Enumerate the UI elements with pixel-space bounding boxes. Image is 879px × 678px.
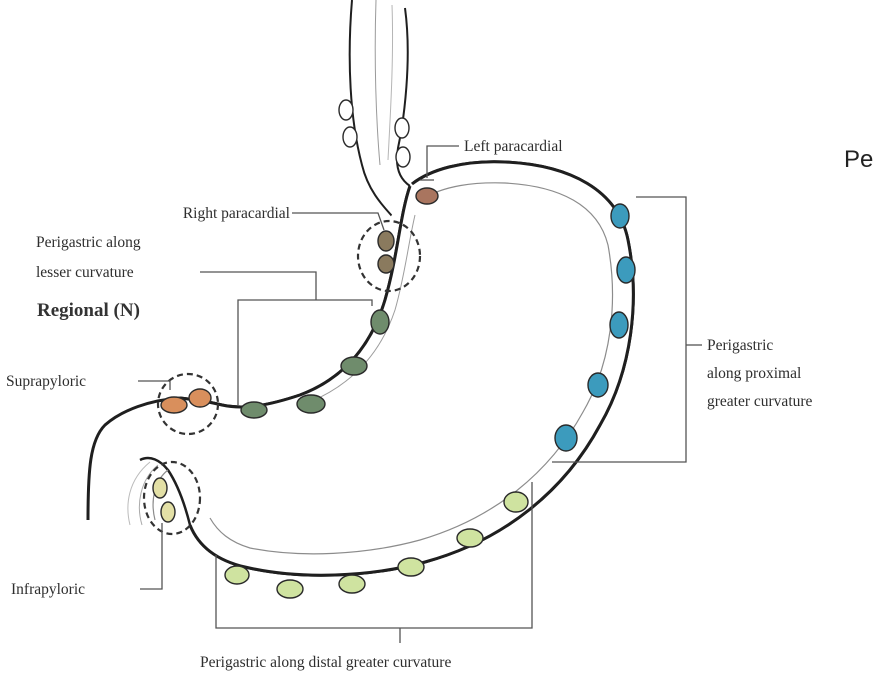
lesser-curvature-node: [341, 357, 367, 375]
label-infrapyloric: Infrapyloric: [11, 581, 85, 598]
distal-greater-node: [339, 575, 365, 593]
distal-greater-node: [277, 580, 303, 598]
proximal-greater-node: [588, 373, 608, 397]
label-perigastric-greater-2: along proximal: [707, 365, 801, 382]
proximal-greater-node: [611, 204, 629, 228]
label-perigastric-lesser-2: lesser curvature: [36, 264, 134, 281]
distal-greater-node: [398, 558, 424, 576]
lesser-curvature-leader: [200, 272, 316, 300]
proximal-greater-node: [610, 312, 628, 338]
label-perigastric-lesser-1: Perigastric along: [36, 234, 141, 251]
suprapyloric-node: [161, 397, 187, 413]
label-perigastric-greater-3: greater curvature: [707, 393, 813, 410]
esophageal-node: [339, 100, 353, 120]
distal-greater-node: [457, 529, 483, 547]
right-paracardial-node: [378, 255, 394, 273]
lesser-curvature-node: [241, 402, 267, 418]
infrapyloric-node: [153, 478, 167, 498]
esophagus-left-wall: [350, 0, 392, 216]
proximal-greater-node: [617, 257, 635, 283]
distal-greater-node: [225, 566, 249, 584]
label-left-paracardial: Left paracardial: [464, 138, 563, 155]
right-paracardial-node: [378, 231, 394, 251]
left-paracardial-node: [416, 188, 438, 204]
lesser-curvature-node: [371, 310, 389, 334]
label-right-paracardial: Right paracardial: [183, 205, 290, 222]
label-perigastric-greater-1: Perigastric: [707, 337, 773, 354]
esophageal-node: [343, 127, 357, 147]
proximal-greater-node: [555, 425, 577, 451]
infrapyloric-node: [161, 502, 175, 522]
label-cropped-text: Pe: [844, 146, 873, 173]
lesser-curvature-node: [297, 395, 325, 413]
suprapyloric-node: [189, 389, 211, 407]
label-perigastric-distal: Perigastric along distal greater curvatu…: [200, 654, 451, 671]
distal-greater-node: [504, 492, 528, 512]
label-regional: Regional (N): [37, 300, 140, 321]
esophagus-inner-line: [375, 0, 380, 165]
infrapyloric-leader: [140, 523, 162, 589]
esophageal-node: [396, 147, 410, 167]
label-suprapyloric: Suprapyloric: [6, 373, 86, 390]
esophageal-node: [395, 118, 409, 138]
esophagus-inner-line-2: [388, 5, 393, 160]
